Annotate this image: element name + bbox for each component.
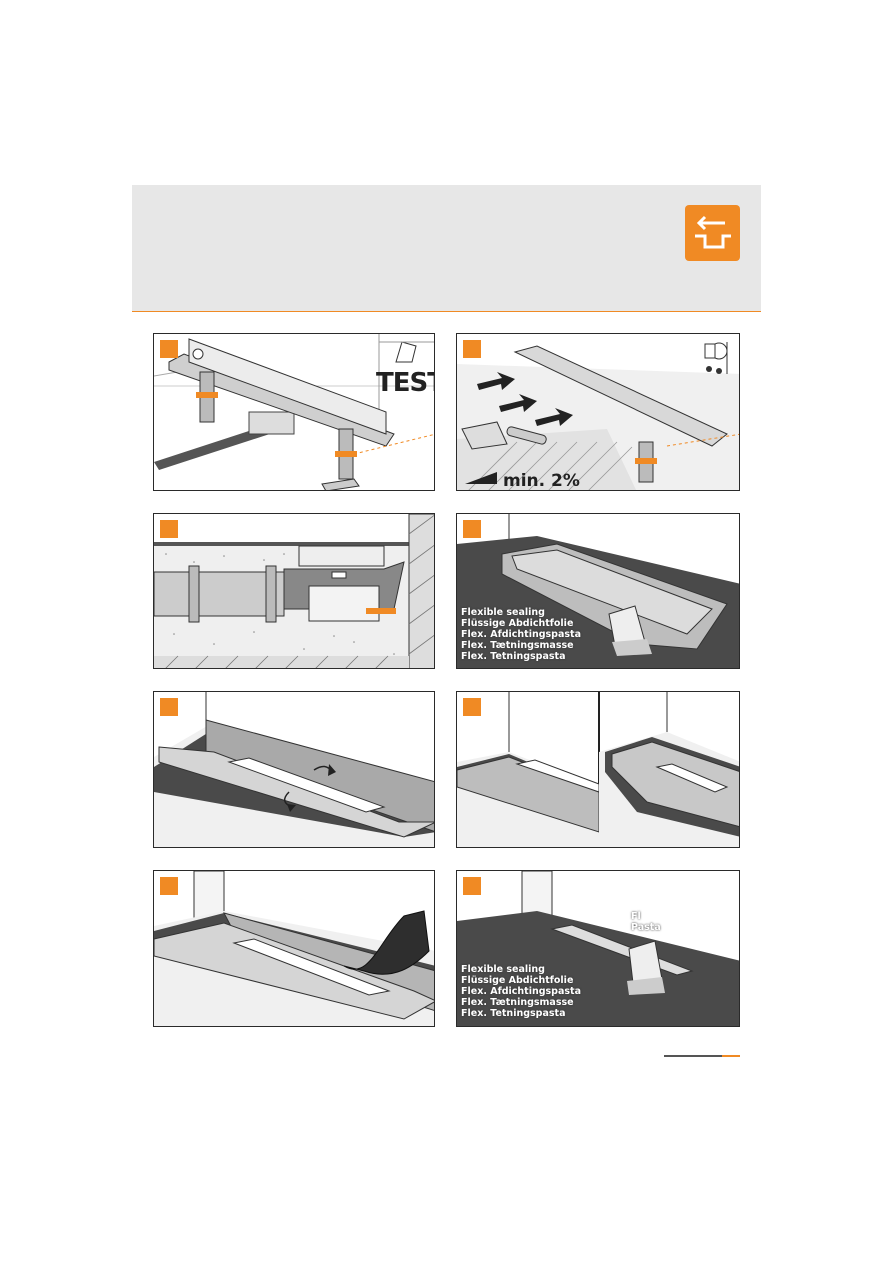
test-label: TEST [376,368,434,398]
step-marker [463,698,481,716]
step-marker [463,877,481,895]
header-divider [132,311,761,312]
step-panel-3-cross-section [153,513,435,669]
step-panel-2-screed-slope: min. 2% [456,333,740,491]
step-marker [160,877,178,895]
step-panel-1-level-test: TEST [153,333,435,491]
sealing-label: Flexible sealing Flüssige Abdichtfolie F… [461,964,582,1019]
step-panel-5-fold-membrane [153,691,435,848]
step-panel-7-peel-liner [153,870,435,1027]
step-marker [463,340,481,358]
step-marker [160,520,178,538]
footer-rule [664,1055,722,1057]
drain-channel-icon [685,205,740,261]
step-marker [463,520,481,538]
step-panel-8-apply-sealing: Fl Pasta Flexible sealing Flüssige Abdic… [456,870,740,1027]
step-marker [160,698,178,716]
header-band [132,185,761,312]
step-panel-4-flexible-sealing: Flexible sealing Flüssige Abdichtfolie F… [456,513,740,669]
footer-accent [722,1055,740,1057]
slope-label: min. 2% [503,471,580,491]
step-marker [160,340,178,358]
partial-sealing-label: Fl Pasta [631,911,661,933]
step-panel-6-corner-fold [456,691,740,848]
sealing-label: Flexible sealing Flüssige Abdichtfolie F… [461,607,582,662]
